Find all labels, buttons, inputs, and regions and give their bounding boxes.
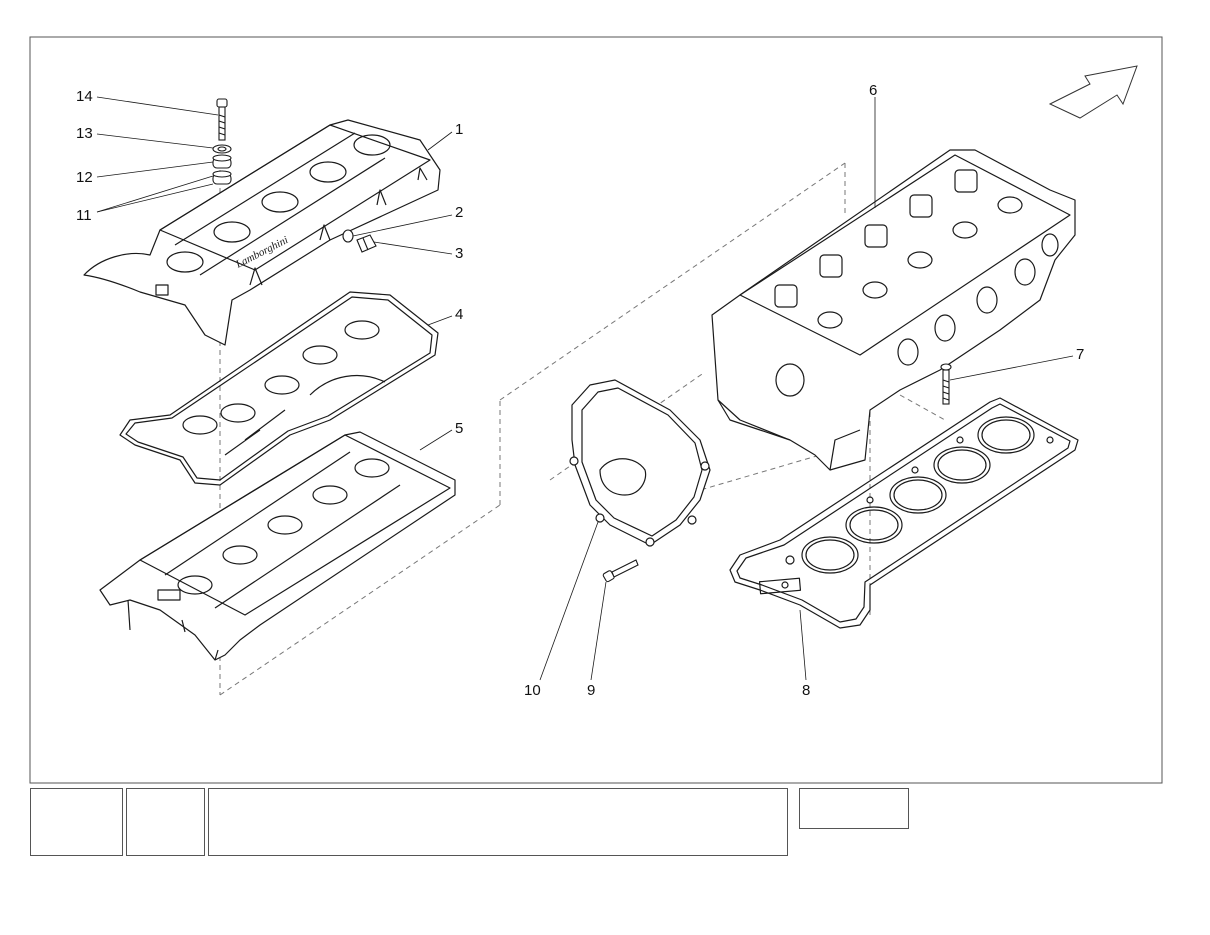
- callout-6: 6: [869, 82, 877, 99]
- diagram-frame: [29, 36, 1163, 784]
- fitting-3: [356, 234, 377, 253]
- bolt-shank: [218, 106, 226, 141]
- bolt-stack: [212, 98, 232, 185]
- leader-lines: [96, 96, 1074, 681]
- callout-11: 11: [76, 207, 92, 224]
- callout-1: 1: [455, 121, 463, 138]
- callout-3: 3: [455, 245, 463, 262]
- callout-9: 9: [587, 682, 595, 699]
- callout-2: 2: [455, 204, 463, 221]
- title-block-cell-2: [126, 788, 205, 856]
- timing-cover: [569, 379, 711, 547]
- camshaft-carrier: [99, 431, 456, 661]
- callout-12: 12: [76, 169, 93, 186]
- callout-10: 10: [524, 682, 541, 699]
- callout-7: 7: [1076, 346, 1084, 363]
- title-block-description: [208, 788, 788, 856]
- callout-8: 8: [802, 682, 810, 699]
- head-bolt-7: [940, 363, 952, 405]
- callout-4: 4: [455, 306, 463, 323]
- valve-cover: Lamborghini: [83, 119, 441, 346]
- direction-arrow-icon: [1048, 65, 1138, 119]
- cover-bolt-9: [602, 559, 639, 583]
- title-block-cell-1: [30, 788, 123, 856]
- title-block-cell-4: [799, 788, 909, 829]
- callout-14: 14: [76, 88, 93, 105]
- cylinder-head: [711, 149, 1076, 471]
- callout-13: 13: [76, 125, 93, 142]
- seal-ring-2: [342, 229, 354, 243]
- callout-labels: 14 13 12 11 1 2 3 4 5 6 7 8 9 10: [76, 82, 1084, 699]
- head-gasket: [729, 397, 1079, 629]
- callout-5: 5: [455, 420, 463, 437]
- valve-cover-gasket: [119, 291, 439, 486]
- bolt-head: [216, 98, 228, 108]
